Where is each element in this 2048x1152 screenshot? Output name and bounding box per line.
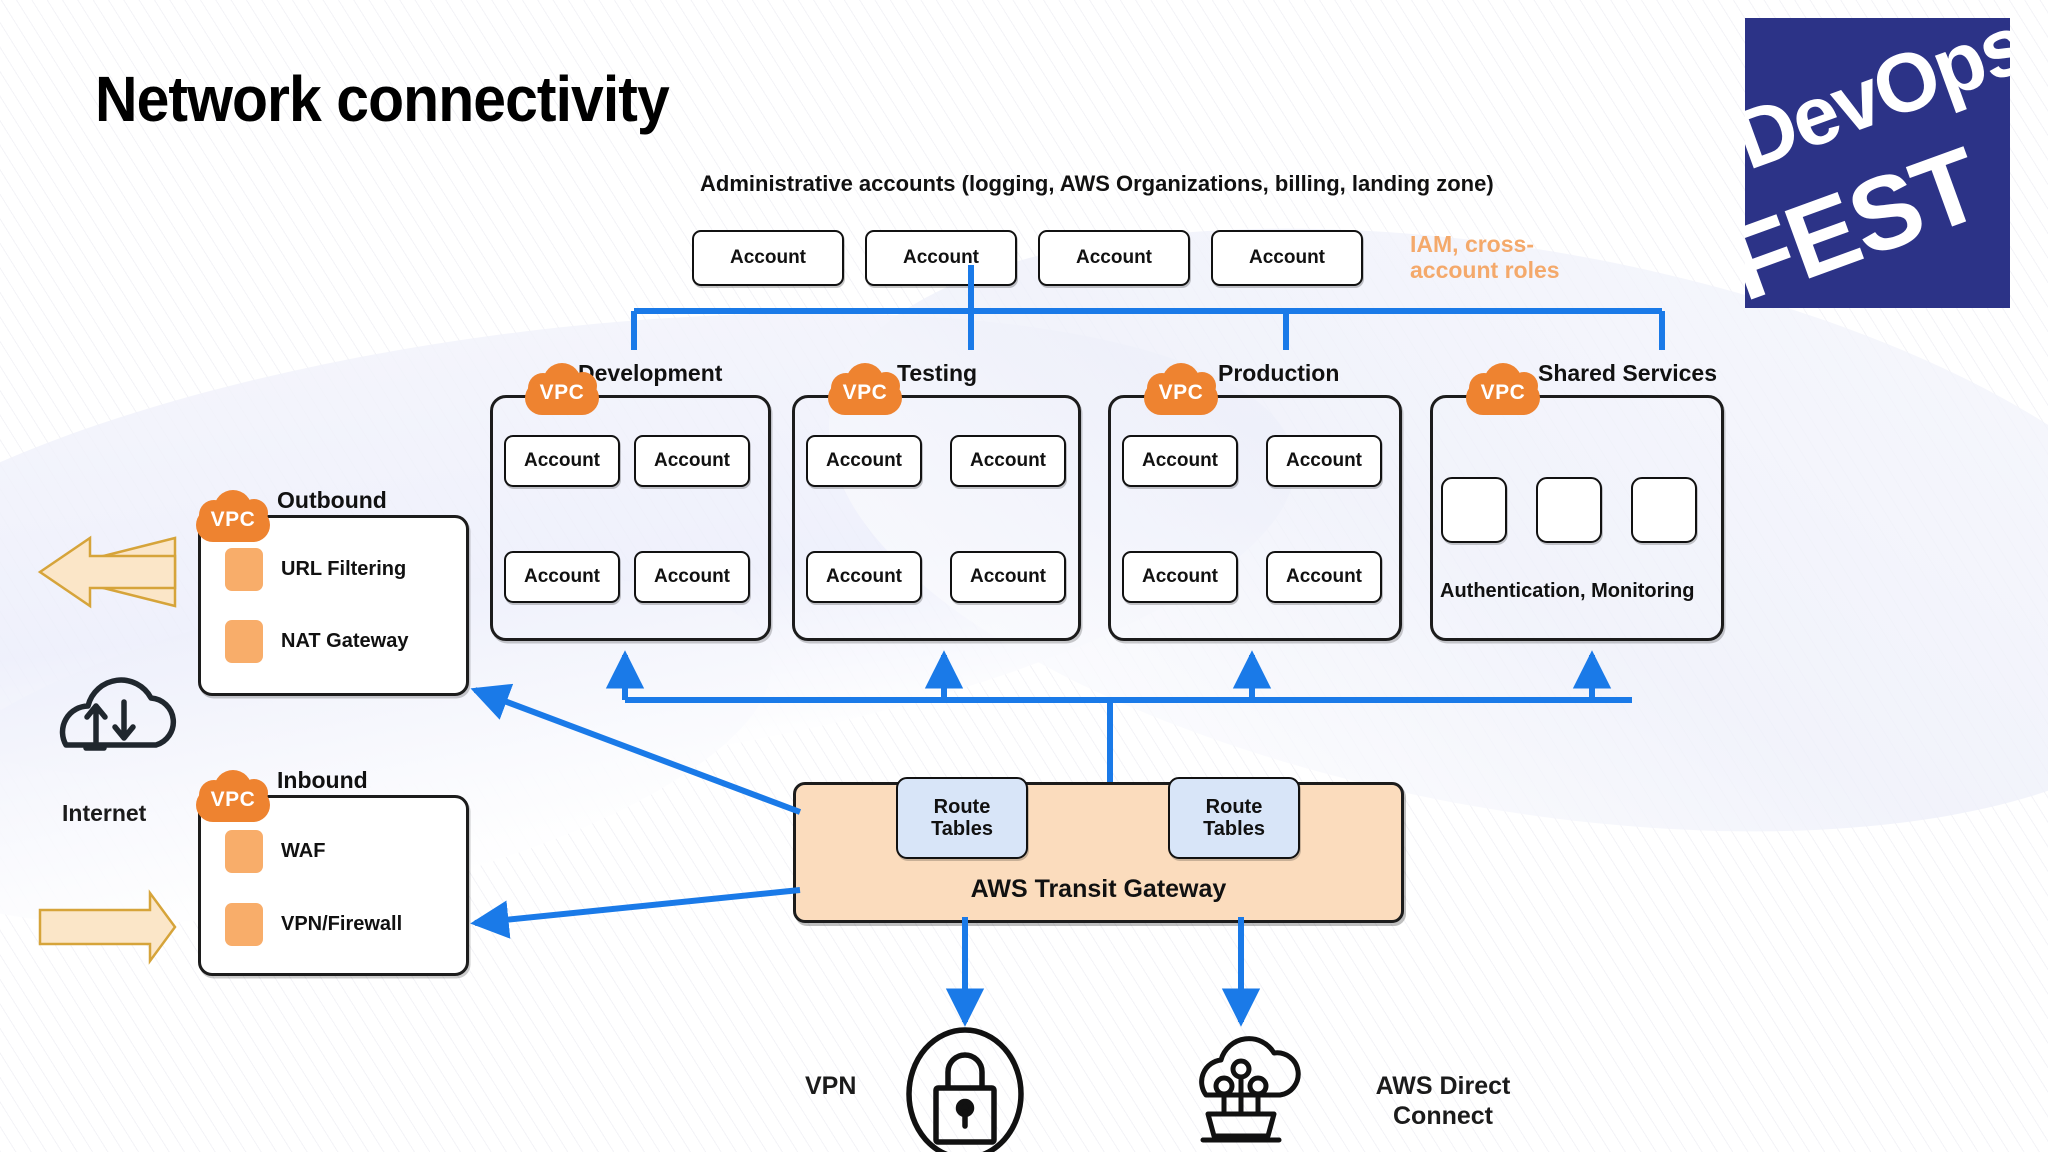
edge-vpc-label-outbound: Outbound: [277, 487, 387, 513]
admin-account-box[interactable]: Account: [692, 230, 844, 286]
shared-service-tile[interactable]: [1441, 477, 1507, 543]
iam-cross-account-note: IAM, cross-account roles: [1410, 231, 1560, 283]
tgw-to-vpc-bus: [605, 650, 1632, 782]
env-account-box[interactable]: Account: [1266, 435, 1382, 487]
internet-cloud-icon: [59, 677, 177, 751]
service-chip-icon: [225, 620, 263, 663]
inbound-flow-arrow-icon: [38, 889, 177, 965]
vpc-group-testing[interactable]: [792, 395, 1081, 641]
vpc-group-production[interactable]: [1108, 395, 1402, 641]
service-label: VPN/Firewall: [281, 913, 403, 935]
service-row-vpn-firewall[interactable]: VPN/Firewall: [225, 903, 402, 946]
tgw-to-outbound-arrow: [470, 683, 802, 815]
edge-vpc-inbound[interactable]: [198, 795, 469, 976]
devops-fest-logo: DevOps FEST: [1745, 18, 2010, 308]
vpc-cloud-badge: VPC: [1144, 363, 1218, 415]
vpc-cloud-badge: VPC: [196, 490, 270, 542]
env-account-box[interactable]: Account: [634, 435, 750, 487]
vpc-group-label-testing: Testing: [897, 360, 978, 386]
env-account-box[interactable]: Account: [950, 551, 1066, 603]
service-chip-icon: [225, 903, 263, 946]
vpc-badge-label: VPC: [1480, 381, 1526, 404]
vpc-group-shared-services[interactable]: [1430, 395, 1724, 641]
outbound-flow-arrow-icon: [39, 536, 177, 608]
vpc-badge-label: VPC: [1158, 381, 1204, 404]
vpc-group-development[interactable]: [490, 395, 771, 641]
admin-account-box[interactable]: Account: [1211, 230, 1363, 286]
env-account-box[interactable]: Account: [806, 435, 922, 487]
service-row-waf[interactable]: WAF: [225, 830, 325, 873]
vpc-cloud-badge: VPC: [1466, 363, 1540, 415]
env-account-box[interactable]: Account: [1266, 551, 1382, 603]
env-account-box[interactable]: Account: [806, 551, 922, 603]
tgw-to-inbound-arrow: [470, 887, 801, 939]
env-account-box[interactable]: Account: [950, 435, 1066, 487]
env-account-box[interactable]: Account: [504, 435, 620, 487]
shared-services-note: Authentication, Monitoring: [1440, 580, 1695, 602]
edge-vpc-outbound[interactable]: [198, 515, 469, 696]
env-account-box[interactable]: Account: [1122, 435, 1238, 487]
service-row-nat-gateway[interactable]: NAT Gateway: [225, 620, 408, 663]
outbound-arrow-icon: [37, 535, 177, 609]
vpn-lock-icon: [906, 1027, 1024, 1152]
page-title: Network connectivity: [95, 63, 670, 135]
env-account-box[interactable]: Account: [1122, 551, 1238, 603]
aws-direct-connect-label: AWS Direct Connect: [1375, 1072, 1511, 1130]
vpc-cloud-badge: VPC: [525, 363, 599, 415]
vpc-badge-label: VPC: [210, 788, 256, 811]
shared-service-tile[interactable]: [1536, 477, 1602, 543]
service-label: WAF: [281, 840, 326, 862]
service-chip-icon: [225, 830, 263, 873]
vpc-group-label-production: Production: [1218, 360, 1340, 386]
env-account-box[interactable]: Account: [634, 551, 750, 603]
shared-service-tile[interactable]: [1631, 477, 1697, 543]
service-label: URL Filtering: [281, 558, 407, 580]
service-chip-icon: [225, 548, 263, 591]
vpc-group-label-development: Development: [578, 360, 723, 386]
vpn-label: VPN: [805, 1072, 857, 1100]
vpc-badge-label: VPC: [842, 381, 888, 404]
admin-accounts-caption: Administrative accounts (logging, AWS Or…: [700, 171, 1494, 196]
vpc-group-label-shared-services: Shared Services: [1538, 360, 1718, 386]
edge-vpc-label-inbound: Inbound: [277, 767, 368, 793]
service-row-url-filtering[interactable]: URL Filtering: [225, 548, 406, 591]
admin-account-box[interactable]: Account: [1038, 230, 1190, 286]
direct-connect-icon: [1199, 1036, 1301, 1143]
service-label: NAT Gateway: [281, 630, 409, 652]
vpc-cloud-badge: VPC: [828, 363, 902, 415]
vpc-badge-label: VPC: [210, 508, 256, 531]
internet-label: Internet: [62, 800, 147, 826]
env-account-box[interactable]: Account: [504, 551, 620, 603]
vpc-badge-label: VPC: [539, 381, 585, 404]
vpc-cloud-badge: VPC: [196, 770, 270, 822]
admin-account-box[interactable]: Account: [865, 230, 1017, 286]
transit-gateway-title: AWS Transit Gateway: [970, 875, 1227, 903]
